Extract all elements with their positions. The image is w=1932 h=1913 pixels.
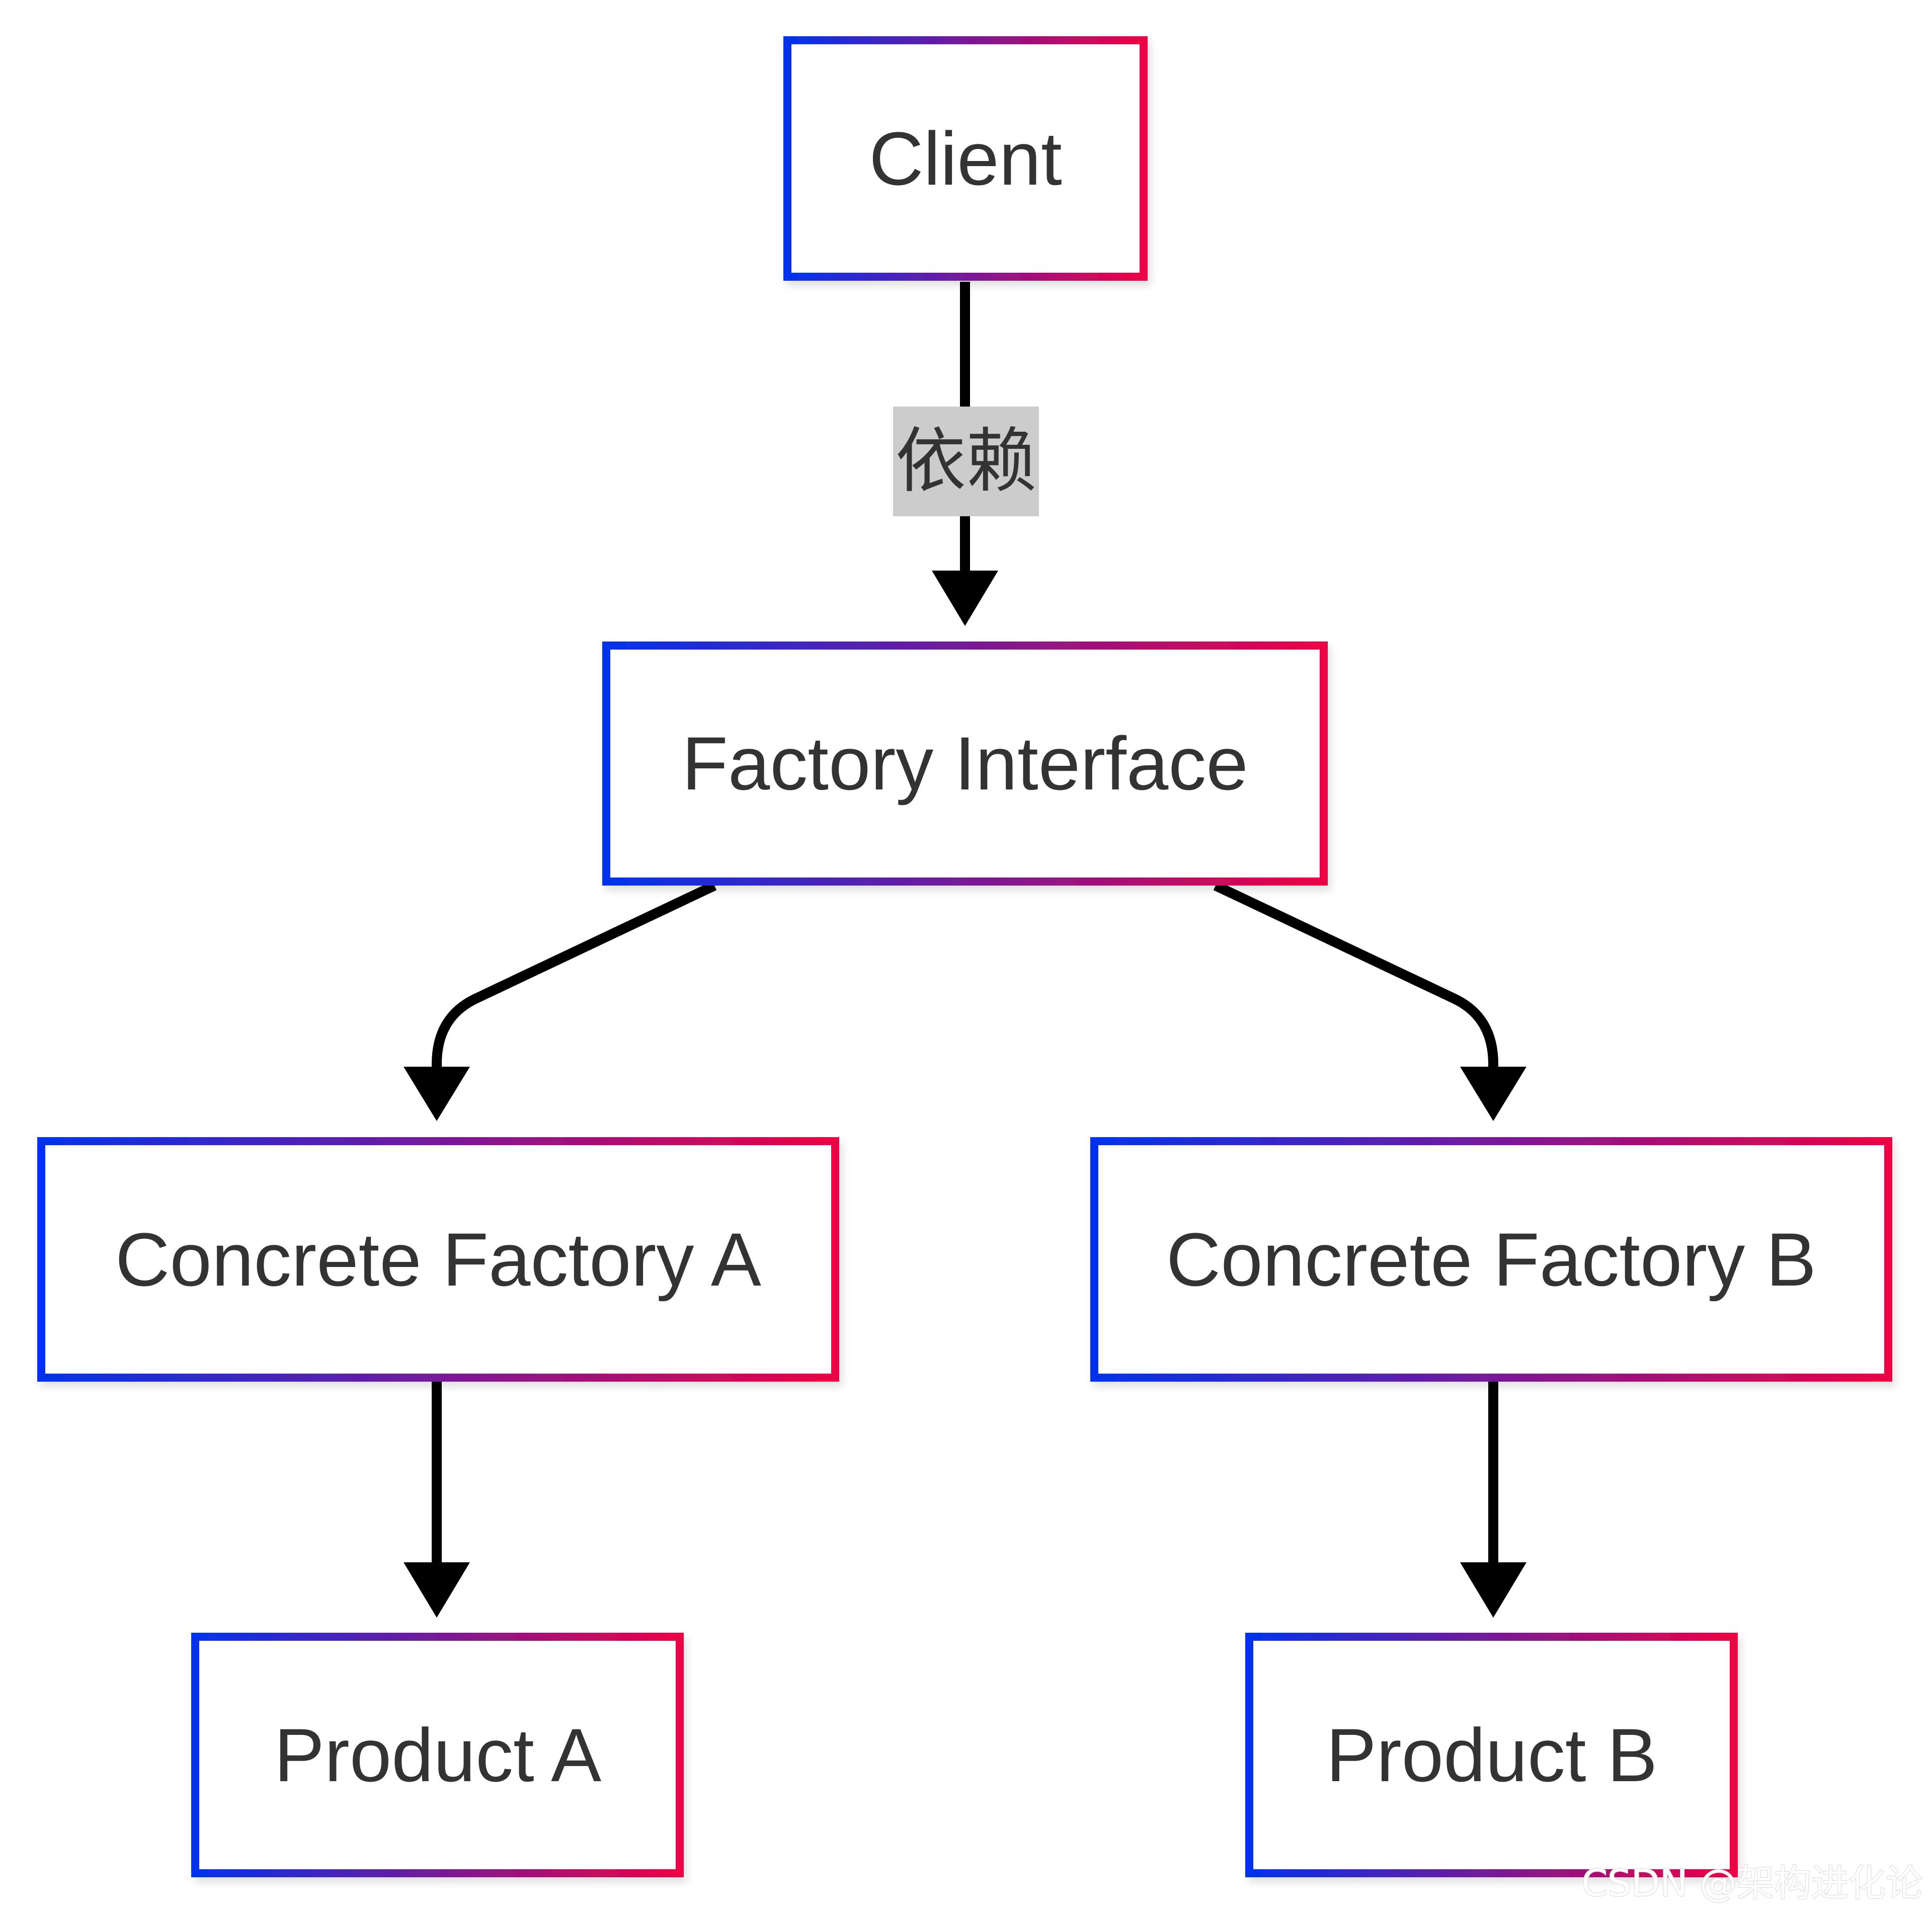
node-label: Concrete Factory B <box>1166 1217 1816 1302</box>
node-box <box>783 36 1148 281</box>
arrowhead-factory-interface <box>932 571 998 626</box>
arrowhead-concrete-factory-a <box>404 1067 470 1121</box>
node-concrete-factory-b: Concrete Factory B <box>1090 1137 1892 1382</box>
edge-label-background <box>893 407 1039 516</box>
node-box <box>602 642 1328 886</box>
node-box <box>1245 1633 1738 1877</box>
arrowhead-product-b <box>1460 1562 1526 1618</box>
node-client: Client <box>783 36 1148 281</box>
arrowhead-product-a <box>404 1562 470 1618</box>
edge-label-dependency: 依赖 <box>893 407 1039 516</box>
node-label: Concrete Factory A <box>115 1217 761 1302</box>
watermark: CSDN @架构进化论 <box>1581 1862 1923 1905</box>
arrowheads <box>404 571 1526 1618</box>
edge-factory-interface-to-concrete-factory-a <box>432 881 717 1072</box>
node-box <box>1090 1137 1892 1382</box>
node-factory-interface: Factory Interface <box>602 642 1328 886</box>
node-box <box>37 1137 839 1382</box>
node-box <box>191 1633 684 1877</box>
arrowhead-concrete-factory-b <box>1460 1067 1526 1121</box>
node-product-b: Product B <box>1245 1633 1738 1877</box>
node-label: Product A <box>274 1713 601 1797</box>
node-label: Product B <box>1326 1713 1658 1797</box>
edge-factory-interface-to-concrete-factory-b <box>1213 881 1498 1072</box>
edge-label-text: 依赖 <box>896 421 1036 503</box>
node-concrete-factory-a: Concrete Factory A <box>37 1137 839 1382</box>
node-label: Factory Interface <box>682 721 1248 806</box>
node-label: Client <box>869 116 1062 201</box>
node-product-a: Product A <box>191 1633 684 1877</box>
